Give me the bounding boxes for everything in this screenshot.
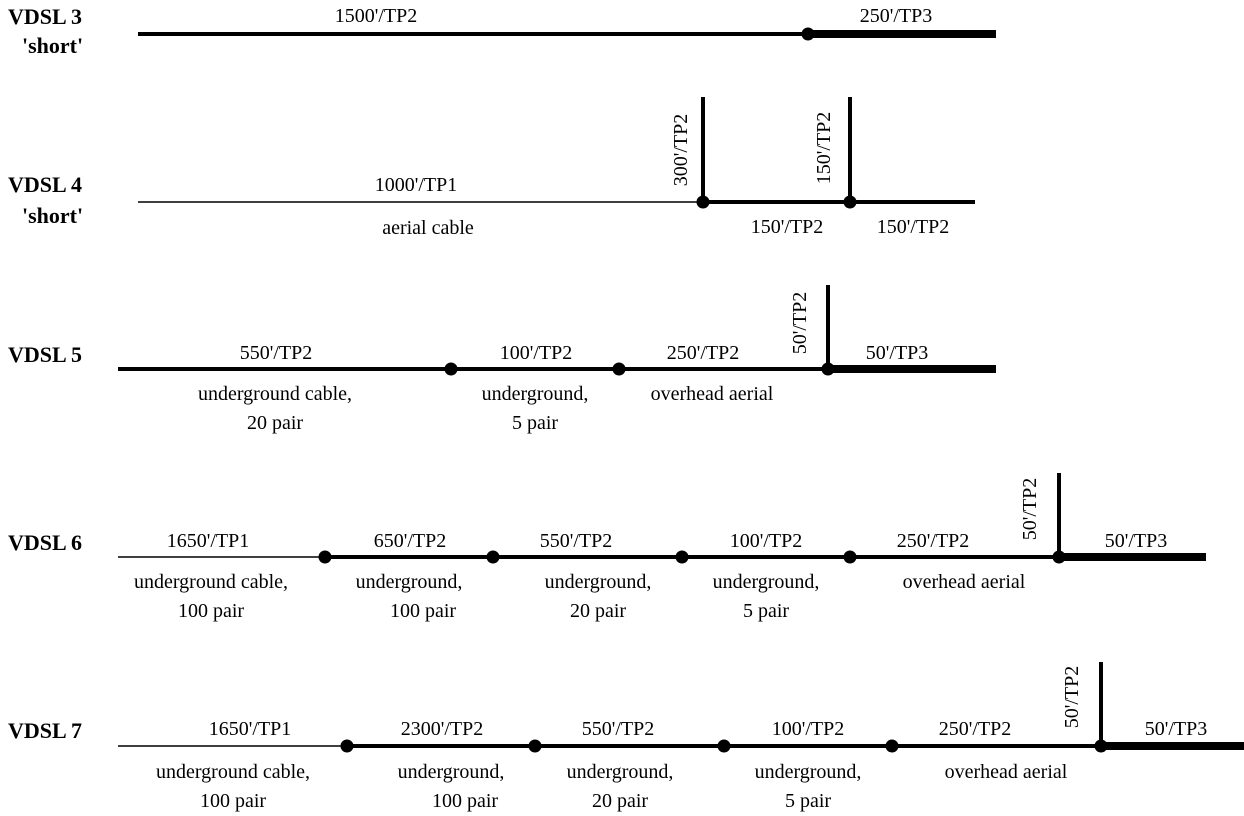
segment-label: 50'/TP3	[1145, 718, 1208, 740]
junction-node	[821, 362, 835, 376]
segment-label: 250'/TP2	[897, 530, 970, 552]
cable-description: 20 pair	[592, 790, 648, 812]
loop-vdsl7: VDSL 7 1650'/TP1 2300'/TP2 550'/TP2 100'…	[8, 662, 1244, 812]
junction-node	[528, 739, 542, 753]
segment-label: 100'/TP2	[500, 342, 573, 364]
segment-label: 1000'/TP1	[375, 174, 458, 196]
cable-description: underground cable,	[134, 571, 288, 593]
tap-label: 50'/TP2	[1061, 666, 1083, 729]
segment-label: 250'/TP2	[939, 718, 1012, 740]
junction-node	[843, 195, 857, 209]
cable-description: 20 pair	[570, 600, 626, 622]
segment-label: 250'/TP3	[860, 5, 933, 27]
junction-node	[1094, 739, 1108, 753]
loop-title: VDSL 7	[8, 718, 82, 743]
junction-node	[486, 550, 500, 564]
segment-label: 1650'/TP1	[209, 718, 292, 740]
loop-subtitle: 'short'	[22, 203, 83, 228]
junction-node	[696, 195, 710, 209]
loop-title: VDSL 6	[8, 530, 82, 555]
segment-label: 100'/TP2	[730, 530, 803, 552]
cable-description: overhead aerial	[651, 383, 774, 405]
cable-description: underground,	[398, 761, 505, 783]
cable-description: underground,	[482, 383, 589, 405]
cable-description: 5 pair	[743, 600, 789, 622]
segment-label: 50'/TP3	[1105, 530, 1168, 552]
cable-description: aerial cable	[382, 217, 474, 239]
junction-node	[717, 739, 731, 753]
cable-description: underground,	[713, 571, 820, 593]
junction-node	[318, 550, 332, 564]
loop-vdsl5: VDSL 5 550'/TP2 100'/TP2 250'/TP2 50'/TP…	[8, 285, 996, 434]
junction-node	[340, 739, 354, 753]
cable-description: 100 pair	[432, 790, 498, 812]
segment-label: 100'/TP2	[772, 718, 845, 740]
segment-label: 550'/TP2	[240, 342, 313, 364]
loop-title: VDSL 3	[8, 4, 82, 29]
segment-label: 550'/TP2	[540, 530, 613, 552]
tap-label: 150'/TP2	[813, 112, 835, 185]
segment-label: 1500'/TP2	[335, 5, 418, 27]
cable-description: 5 pair	[512, 412, 558, 434]
loop-title: VDSL 4	[8, 172, 82, 197]
segment-label: 1650'/TP1	[167, 530, 250, 552]
cable-description: 5 pair	[785, 790, 831, 812]
junction-node	[1052, 550, 1066, 564]
segment-label: 2300'/TP2	[401, 718, 484, 740]
cable-description: 100 pair	[200, 790, 266, 812]
junction-node	[612, 362, 626, 376]
cable-description: underground,	[567, 761, 674, 783]
junction-node	[843, 550, 857, 564]
loop-vdsl6: VDSL 6 1650'/TP1 650'/TP2 550'/TP2 100'/…	[8, 473, 1206, 622]
segment-label: 150'/TP2	[877, 216, 950, 238]
cable-description: underground cable,	[156, 761, 310, 783]
loop-vdsl3: VDSL 3 'short' 1500'/TP2 250'/TP3	[8, 4, 996, 58]
junction-node	[444, 362, 458, 376]
cable-description: overhead aerial	[903, 571, 1026, 593]
cable-description: underground,	[755, 761, 862, 783]
cable-description: underground,	[356, 571, 463, 593]
junction-node	[801, 27, 815, 41]
segment-label: 50'/TP3	[866, 342, 929, 364]
segment-label: 550'/TP2	[582, 718, 655, 740]
tap-label: 300'/TP2	[670, 114, 692, 187]
loop-subtitle: 'short'	[22, 33, 83, 58]
segment-label: 250'/TP2	[667, 342, 740, 364]
cable-description: 100 pair	[390, 600, 456, 622]
junction-node	[885, 739, 899, 753]
cable-description: 100 pair	[178, 600, 244, 622]
tap-label: 50'/TP2	[789, 292, 811, 355]
cable-description: overhead aerial	[945, 761, 1068, 783]
cable-description: underground,	[545, 571, 652, 593]
tap-label: 50'/TP2	[1019, 478, 1041, 541]
cable-description: underground cable,	[198, 383, 352, 405]
loop-title: VDSL 5	[8, 342, 82, 367]
cable-description: 20 pair	[247, 412, 303, 434]
segment-label: 150'/TP2	[751, 216, 824, 238]
junction-node	[675, 550, 689, 564]
loop-vdsl4: VDSL 4 'short' 1000'/TP1 150'/TP2 150'/T…	[8, 97, 975, 239]
segment-label: 650'/TP2	[374, 530, 447, 552]
